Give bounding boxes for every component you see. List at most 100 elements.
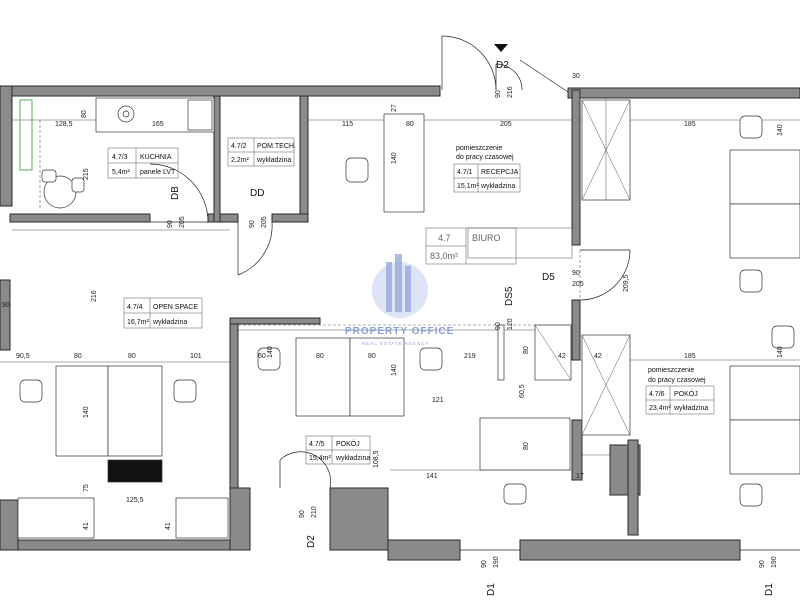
dim-42-a: 42 <box>558 353 566 360</box>
dim-185-a: 185 <box>684 121 696 128</box>
reception-note-1: pomieszczenie <box>456 145 502 152</box>
room6-note-2: do pracy czasowej <box>648 377 706 384</box>
office-name: BIURO <box>472 233 501 243</box>
kitchen-area: 5,4m² <box>112 169 131 176</box>
dim-140-c: 140 <box>391 364 398 376</box>
kitchen-name: KUCHNIA <box>140 154 172 161</box>
kitchen-id: 4.7/3 <box>112 154 128 161</box>
dim-17: 17 <box>576 473 584 480</box>
watermark-subtitle: REAL ESTATE AGENCY <box>362 341 430 346</box>
dim-80-e: 80 <box>316 353 324 360</box>
dim-80-g: 80 <box>523 442 530 450</box>
doors <box>149 35 800 551</box>
dim-209-5: 209,5 <box>623 274 630 292</box>
dim-90-top: 90 <box>495 90 502 98</box>
dim-215: 215 <box>83 168 90 180</box>
room5-id: 4.7/5 <box>309 441 325 448</box>
tech-area: 2,2m² <box>231 157 250 164</box>
dim-90-d1r: 90 <box>759 560 766 568</box>
door-code-d1-left: D1 <box>486 583 497 596</box>
room5-area: 15,4m² <box>309 455 331 462</box>
dimensions: 128,5 165 80 115 80 205 185 30 216 90 27… <box>2 73 784 568</box>
dim-42-b: 42 <box>594 353 602 360</box>
walls <box>0 85 800 561</box>
door-codes: D2 DB DD D5 DS5 D2 D1 D1 <box>170 60 775 596</box>
dim-90-d5: 90 <box>572 270 580 277</box>
dim-90-dd: 90 <box>249 220 256 228</box>
dim-90-ds5: 90 <box>495 322 502 330</box>
dim-140-d: 140 <box>777 346 784 358</box>
dim-190-d1l: 190 <box>493 556 500 568</box>
dim-140-e: 140 <box>777 124 784 136</box>
watermark: PROPERTY OFFICE REAL ESTATE AGENCY <box>345 254 454 346</box>
dim-125-5: 125,5 <box>126 497 144 504</box>
reception-floor: wykładzina <box>480 183 515 190</box>
dim-210-d2b: 210 <box>311 506 318 518</box>
dim-101: 101 <box>190 353 202 360</box>
dim-205: 205 <box>500 121 512 128</box>
room6-id: 4.7/6 <box>649 391 665 398</box>
dim-41-a: 41 <box>83 522 90 530</box>
dim-27: 27 <box>391 104 398 112</box>
furniture <box>17 97 800 539</box>
door-code-d1-right: D1 <box>764 583 775 596</box>
dim-80-a: 80 <box>81 110 88 118</box>
dim-140-a: 140 <box>391 152 398 164</box>
open-space-area: 16,7m² <box>127 319 149 326</box>
dim-141: 141 <box>426 473 438 480</box>
dim-219: 219 <box>464 353 476 360</box>
entrance-arrow-icon <box>494 44 508 52</box>
dim-80-d: 80 <box>128 353 136 360</box>
tech-id: 4.7/2 <box>231 143 247 150</box>
dim-190-d1r: 190 <box>771 556 778 568</box>
room6-area: 23,4m² <box>649 405 671 412</box>
dim-140-b: 140 <box>83 406 90 418</box>
room5-floor: wykładzina <box>335 455 370 462</box>
office-area: 83,0m² <box>430 251 458 261</box>
dim-205-db: 205 <box>179 216 186 228</box>
dim-108-5: 108,5 <box>373 450 380 468</box>
dim-80-c: 80 <box>74 353 82 360</box>
dim-121: 121 <box>432 397 444 404</box>
dim-90-5: 90,5 <box>16 353 30 360</box>
room6-note-1: pomieszczenie <box>648 367 694 374</box>
reception-name: RECEPCJA <box>481 169 519 176</box>
dim-80-b: 80 <box>406 121 414 128</box>
reception-area: 15,1m² <box>457 183 479 190</box>
dim-140-f: 140 <box>267 346 274 358</box>
room-labels: 4.7/3 KUCHNIA 5,4m² panele LVT 4.7/2 POM… <box>107 137 715 465</box>
dim-216-os: 216 <box>91 290 98 302</box>
dim-60-5: 60,5 <box>519 384 526 398</box>
room5-name: POKÓJ <box>336 439 360 448</box>
open-space-name: OPEN SPACE <box>153 304 198 311</box>
room6-name: POKÓJ <box>674 389 698 398</box>
dim-165: 165 <box>152 121 164 128</box>
dim-120-ds5: 120 <box>507 318 514 330</box>
dim-128-5: 128,5 <box>55 121 73 128</box>
dim-75: 75 <box>83 484 90 492</box>
room6-floor: wykładzina <box>673 405 708 412</box>
door-code-d5: D5 <box>542 272 555 283</box>
dim-216-top: 216 <box>507 86 514 98</box>
dim-205-d5: 205 <box>572 281 584 288</box>
office-id: 4.7 <box>438 233 451 243</box>
dim-80-h: 80 <box>368 353 376 360</box>
dim-60: 60 <box>258 353 266 360</box>
tech-name: POM.TECH. <box>257 143 296 150</box>
watermark-title: PROPERTY OFFICE <box>345 326 454 337</box>
door-code-ds5: DS5 <box>504 286 515 306</box>
dim-90-db: 90 <box>167 220 174 228</box>
window-marker <box>19 99 33 171</box>
door-code-dd: DD <box>250 188 264 199</box>
door-code-d2-bottom: D2 <box>306 535 317 548</box>
dim-115: 115 <box>342 121 353 128</box>
reception-note-2: do pracy czasowej <box>456 154 514 161</box>
dim-205-dd: 205 <box>261 216 268 228</box>
reception-id: 4.7/1 <box>457 169 473 176</box>
dim-30: 30 <box>572 73 580 80</box>
dim-41-b: 41 <box>165 522 172 530</box>
dim-90-d1l: 90 <box>481 560 488 568</box>
dim-90-left: 90 <box>2 302 10 309</box>
dim-185-b: 185 <box>684 353 696 360</box>
